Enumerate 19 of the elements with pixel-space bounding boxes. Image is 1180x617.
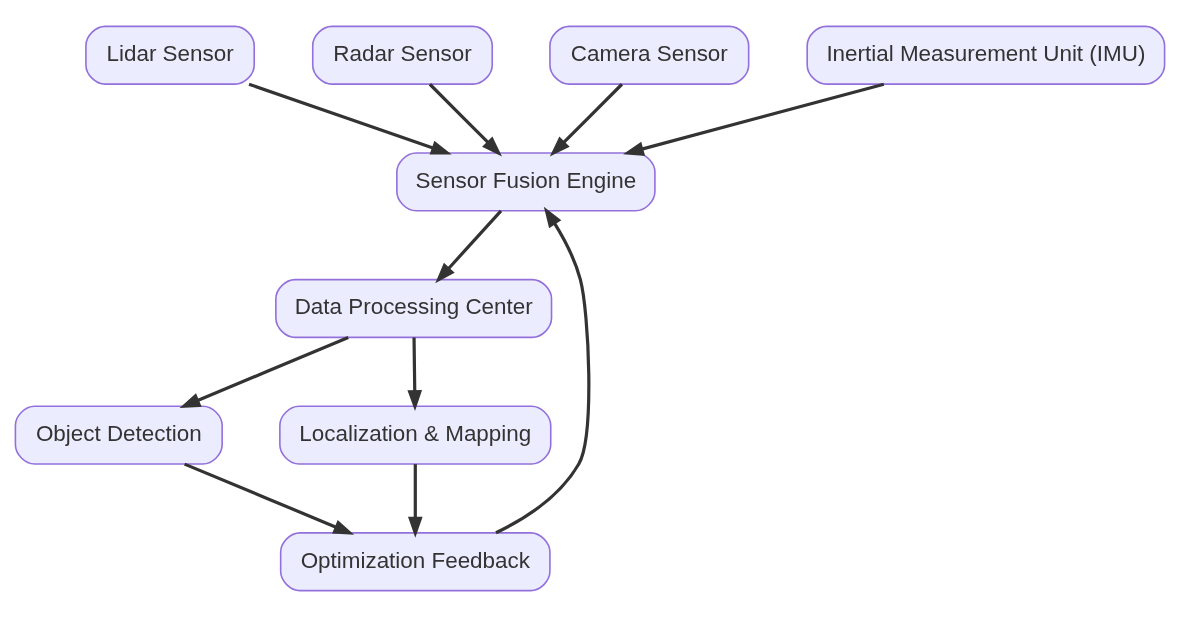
arrow	[408, 464, 423, 538]
arrow	[183, 462, 355, 535]
node-box: Sensor Fusion Engine	[396, 152, 656, 212]
node-box: Object Detection	[14, 405, 223, 465]
arrow	[428, 83, 503, 157]
node-box: Lidar Sensor	[85, 25, 255, 85]
node-box: Camera Sensor	[549, 25, 750, 85]
arrow	[407, 337, 423, 412]
arrow	[179, 336, 349, 409]
node-box: Data Processing Center	[275, 278, 553, 339]
node-box: Inertial Measurement Unit (IMU)	[806, 25, 1166, 85]
arrow	[623, 82, 885, 156]
arrow	[549, 83, 624, 157]
node-box: Optimization Feedback	[279, 532, 551, 592]
arrow	[435, 209, 503, 284]
arrow	[495, 206, 591, 535]
arrow	[248, 82, 452, 155]
node-box: Localization & Mapping	[279, 405, 552, 465]
node-box: Radar Sensor	[311, 25, 494, 85]
